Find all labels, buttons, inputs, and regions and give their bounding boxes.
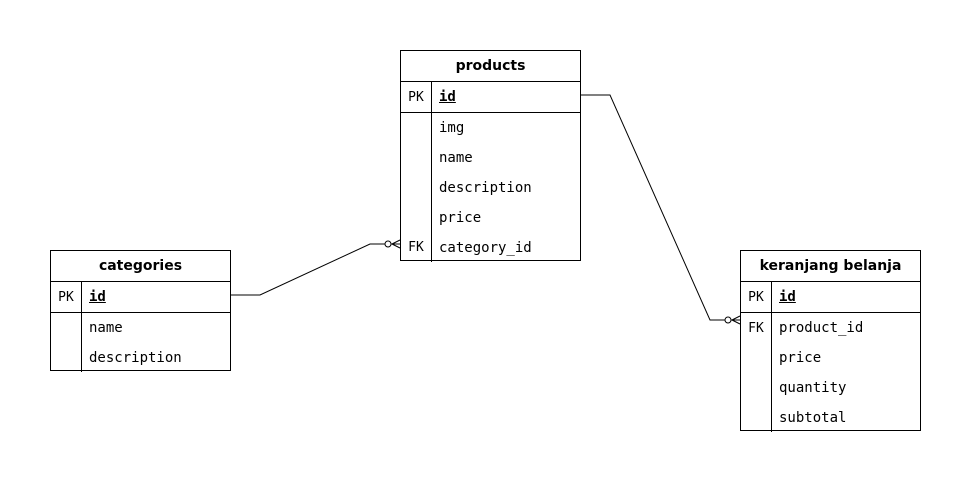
crowsfoot-marker bbox=[731, 315, 741, 321]
field-row: description bbox=[401, 173, 580, 203]
pk-field: id bbox=[89, 289, 106, 305]
key-label bbox=[401, 173, 432, 203]
pk-label: PK bbox=[51, 282, 82, 312]
field-name: description bbox=[439, 180, 532, 196]
field-row: name bbox=[401, 143, 580, 173]
crowsfoot-marker bbox=[731, 319, 741, 325]
field-row: name bbox=[51, 313, 230, 343]
field-name: product_id bbox=[779, 320, 864, 336]
keranjang-fields: FK product_id price quantity subtotal bbox=[741, 313, 920, 432]
zero-optional-marker bbox=[724, 316, 732, 324]
field-name: price bbox=[779, 350, 822, 366]
key-label bbox=[401, 143, 432, 173]
field-row: quantity bbox=[741, 373, 920, 403]
pk-field: id bbox=[779, 289, 796, 305]
categories-fields: name description bbox=[51, 313, 230, 372]
field-name: name bbox=[439, 150, 473, 166]
zero-optional-marker bbox=[384, 240, 392, 248]
field-name: img bbox=[439, 120, 465, 136]
keranjang-table-title: keranjang belanja bbox=[741, 251, 920, 282]
field-name: subtotal bbox=[779, 409, 847, 426]
key-label bbox=[741, 403, 772, 432]
keranjang-pk-row: PK id bbox=[741, 282, 920, 313]
products-table-title: products bbox=[401, 51, 580, 82]
crowsfoot-marker bbox=[391, 243, 401, 249]
field-row: FK category_id bbox=[401, 233, 580, 262]
key-label bbox=[401, 113, 432, 143]
products-table[interactable]: products PK id img name description pric… bbox=[400, 50, 581, 262]
key-label bbox=[401, 203, 432, 233]
crowsfoot-marker bbox=[391, 239, 401, 245]
key-label bbox=[51, 343, 82, 372]
field-name: price bbox=[439, 210, 482, 226]
categories-table-title: categories bbox=[51, 251, 230, 282]
field-name: name bbox=[89, 320, 123, 336]
key-label bbox=[741, 373, 772, 403]
field-name: category_id bbox=[439, 239, 532, 256]
field-name: quantity bbox=[779, 380, 847, 396]
keranjang-belanja-table[interactable]: keranjang belanja PK id FK product_id pr… bbox=[740, 250, 921, 432]
relationship-categories-products bbox=[230, 243, 400, 296]
field-name: description bbox=[89, 349, 182, 366]
relationship-products-keranjang bbox=[580, 94, 740, 321]
categories-table[interactable]: categories PK id name description bbox=[50, 250, 231, 372]
fk-label: FK bbox=[401, 233, 432, 262]
categories-pk-row: PK id bbox=[51, 282, 230, 313]
field-row: subtotal bbox=[741, 403, 920, 432]
field-row: FK product_id bbox=[741, 313, 920, 343]
field-row: description bbox=[51, 343, 230, 372]
field-row: price bbox=[741, 343, 920, 373]
pk-field: id bbox=[439, 89, 456, 105]
field-row: img bbox=[401, 113, 580, 143]
products-fields: img name description price FK category_i… bbox=[401, 113, 580, 262]
pk-label: PK bbox=[401, 82, 432, 112]
key-label bbox=[51, 313, 82, 343]
fk-label: FK bbox=[741, 313, 772, 343]
pk-label: PK bbox=[741, 282, 772, 312]
products-pk-row: PK id bbox=[401, 82, 580, 113]
key-label bbox=[741, 343, 772, 373]
field-row: price bbox=[401, 203, 580, 233]
